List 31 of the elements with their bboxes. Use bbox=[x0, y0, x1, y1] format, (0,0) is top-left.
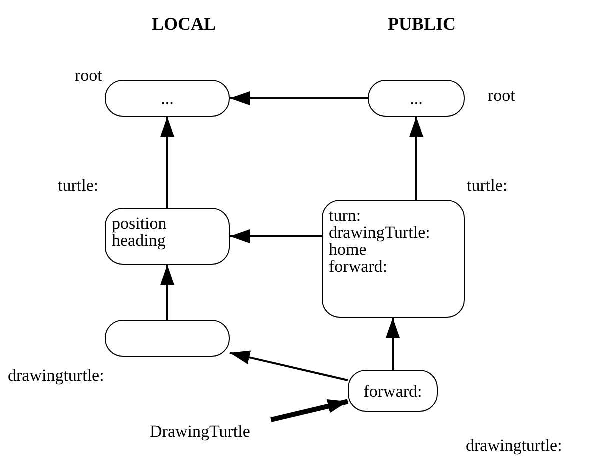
box-text: ... bbox=[410, 90, 423, 107]
empty-rounded-box bbox=[105, 320, 230, 357]
side-label: root bbox=[488, 86, 516, 106]
rounded-box bbox=[322, 200, 465, 318]
box-text: forward: bbox=[364, 382, 422, 400]
rounded-box bbox=[105, 80, 230, 117]
arrow bbox=[410, 117, 424, 200]
box-text: forward: bbox=[329, 258, 388, 275]
arrow bbox=[160, 117, 174, 208]
box-text: ... bbox=[161, 90, 174, 107]
box-text: drawingTurtle: bbox=[329, 224, 430, 241]
side-label: root bbox=[75, 66, 102, 86]
column-heading: LOCAL bbox=[152, 14, 216, 35]
box-text: turn: bbox=[329, 207, 362, 224]
box-text: home bbox=[329, 241, 367, 258]
rounded-box bbox=[348, 370, 438, 412]
arrow bbox=[230, 350, 348, 382]
rounded-box bbox=[105, 208, 230, 265]
arrow bbox=[160, 265, 174, 320]
side-label: turtle: bbox=[58, 176, 99, 196]
arrow bbox=[230, 230, 322, 244]
box-text: position heading bbox=[112, 215, 168, 249]
arrow bbox=[270, 399, 349, 422]
side-label: turtle: bbox=[467, 176, 508, 196]
arrow bbox=[386, 318, 400, 370]
column-heading: PUBLIC bbox=[388, 14, 456, 35]
node-label: DrawingTurtle bbox=[150, 422, 250, 440]
arrow bbox=[230, 92, 368, 106]
rounded-box bbox=[368, 80, 465, 117]
side-label: drawingturtle: bbox=[466, 436, 562, 456]
side-label: drawingturtle: bbox=[8, 366, 104, 386]
